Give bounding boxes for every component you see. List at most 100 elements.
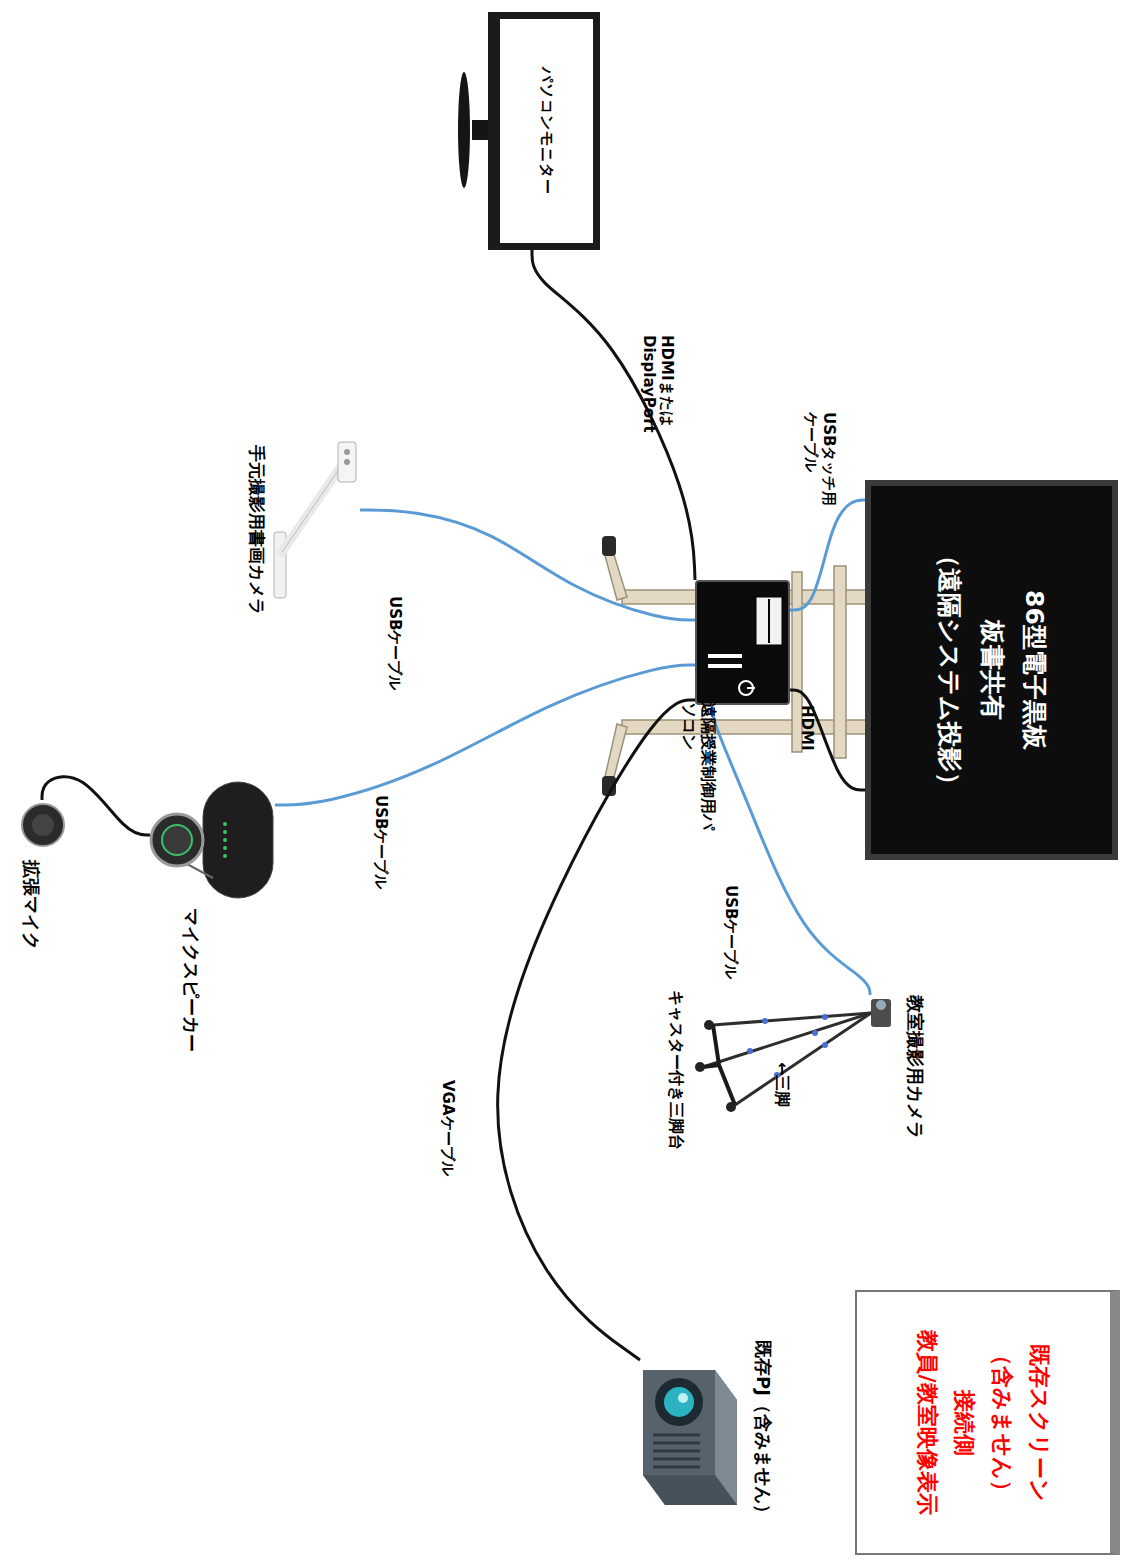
- microphone-speaker-illustration-part: [187, 864, 213, 878]
- cable-label: USBケーブル: [372, 795, 390, 889]
- pc-tower: 遠隔授業制御用パソコン: [695, 580, 790, 705]
- document-camera: 手元撮影用書画カメラ: [270, 440, 360, 600]
- projector-illustration-part-part: [653, 1450, 700, 1453]
- monitor-box: パソコンモニター: [488, 12, 600, 250]
- document-camera-illustration-part: [344, 459, 350, 465]
- cable-label: USBケーブル: [722, 885, 740, 979]
- pc-tower-illustration-part: [747, 687, 755, 689]
- classroom-camera-illustration-part-part: [703, 1065, 719, 1067]
- part-label: ←三脚: [773, 1062, 792, 1107]
- cart-frame: [604, 548, 874, 785]
- board-text: （遠隔システム投影）: [928, 543, 971, 797]
- projector-illustration-part: [655, 1378, 703, 1426]
- monitor-stand: [458, 72, 488, 188]
- projector-illustration: [640, 1360, 745, 1510]
- microphone-speaker-illustration-part: [223, 822, 227, 858]
- microphone-speaker-illustration-part: [151, 814, 203, 866]
- device-label: 拡張マイク: [19, 860, 43, 950]
- projector-illustration-part: [653, 1435, 700, 1467]
- projector-illustration-part-part: [653, 1466, 700, 1469]
- classroom-camera-illustration-part-part: [703, 1013, 871, 1067]
- pc-tower-illustration-part: [768, 599, 770, 643]
- part-label: キャスター付き三脚台: [667, 990, 686, 1150]
- device-label: 既存PJ（含みません）: [751, 1340, 775, 1522]
- device-label: 手元撮影用書画カメラ: [245, 420, 268, 640]
- cable-label: HDMI: [798, 705, 816, 751]
- board-text: 86型電子黒板: [1013, 590, 1056, 750]
- classroom-camera-illustration: [695, 995, 895, 1115]
- classroom-camera-illustration-part-part: [713, 1013, 871, 1025]
- projector-illustration-part-part: [653, 1442, 700, 1445]
- cable-line: [275, 665, 695, 805]
- cart-caster-part: [602, 536, 616, 556]
- classroom-camera-illustration-part: [871, 999, 891, 1027]
- monitor-stand-part: [458, 72, 470, 188]
- cable-line: [360, 510, 695, 620]
- classroom-camera-illustration-part-part: [747, 1048, 753, 1054]
- classroom-camera-illustration-part-part: [713, 1025, 719, 1065]
- classroom-camera-illustration-part-part: [726, 1102, 736, 1112]
- cart-caster: [602, 536, 616, 796]
- projector-illustration-part: [643, 1475, 737, 1505]
- classroom-camera-illustration-part-part: [704, 1020, 714, 1030]
- cable-label: VGAケーブル: [439, 1080, 457, 1176]
- board-text: 板書共有: [970, 620, 1013, 720]
- projector-illustration-part: [678, 1393, 688, 1403]
- cable-line: [498, 700, 695, 1360]
- screen-text: 教員/教室映像表示: [909, 1330, 946, 1514]
- microphone-speaker-illustration-part: [203, 782, 273, 898]
- extension-microphone-illustration: [20, 800, 65, 850]
- document-camera-illustration-part: [338, 442, 356, 482]
- microphone-speaker-illustration-part-part: [223, 846, 227, 850]
- extension-microphone-illustration-part: [22, 804, 64, 846]
- extension-microphone-illustration-part: [32, 814, 54, 836]
- device-label: 教室撮影用カメラ: [903, 995, 927, 1139]
- device-label: マイクスピーカー: [179, 908, 203, 1052]
- device-label: パソコンモニター: [537, 67, 556, 195]
- classroom-camera-illustration-part-part: [735, 1013, 871, 1105]
- cart-frame-part: [604, 724, 627, 785]
- projector-illustration-part: [643, 1370, 737, 1505]
- document-camera-illustration-part: [282, 462, 344, 552]
- screen-text: 接続側: [946, 1390, 983, 1456]
- microphone-speaker-illustration-part-part: [223, 822, 227, 826]
- classroom-camera-illustration-part-part: [812, 1030, 818, 1036]
- microphone-speaker-illustration-part-part: [223, 854, 227, 858]
- projector-illustration-part-part: [653, 1434, 700, 1437]
- classroom-camera-illustration-part-part: [762, 1018, 768, 1024]
- classroom-camera-illustration-part: [695, 1020, 736, 1112]
- classroom-camera: 教室撮影用カメラ: [695, 995, 895, 1115]
- screen-text: （含みません）: [984, 1344, 1021, 1502]
- pc-tower-illustration-part: [708, 664, 742, 668]
- cart-frame-part: [834, 566, 846, 758]
- extension-microphone: 拡張マイク: [20, 800, 65, 850]
- classroom-camera-illustration-part-part: [695, 1062, 705, 1072]
- monitor-stand-part: [472, 120, 488, 140]
- pc-tower-illustration-part: [756, 597, 782, 645]
- projector: 既存PJ（含みません）: [640, 1360, 745, 1510]
- cable-line: [532, 250, 695, 580]
- document-camera-illustration: [270, 440, 360, 600]
- classroom-camera-illustration-part-part: [822, 1042, 828, 1048]
- cable-label: USBケーブル: [386, 596, 404, 690]
- microphone-speaker-illustration: [150, 780, 275, 900]
- projection-screen: 既存スクリーン（含みません）接続側教員/教室映像表示: [855, 1290, 1120, 1555]
- screen-text: 既存スクリーン: [1021, 1344, 1058, 1502]
- cable-line: [790, 690, 865, 790]
- microphone-speaker: マイクスピーカー: [150, 780, 275, 900]
- document-camera-illustration-part: [344, 449, 350, 455]
- classroom-camera-illustration-part-part: [822, 1014, 828, 1020]
- microphone-speaker-illustration-part-part: [223, 830, 227, 834]
- classroom-camera-illustration-part-part: [719, 1065, 735, 1105]
- document-camera-illustration-part: [282, 462, 344, 552]
- blackboard-box: 86型電子黒板板書共有（遠隔システム投影）: [865, 480, 1118, 860]
- classroom-camera-illustration-part: [703, 1025, 735, 1105]
- cable-label: HDMIまたは DisplayPort: [640, 335, 676, 455]
- microphone-speaker-illustration-part: [162, 825, 192, 855]
- cable-line: [712, 705, 870, 995]
- pc-tower-illustration-part: [708, 654, 742, 658]
- cable-line: [790, 500, 865, 610]
- device-label: 遠隔授業制御用パソコン: [680, 702, 718, 832]
